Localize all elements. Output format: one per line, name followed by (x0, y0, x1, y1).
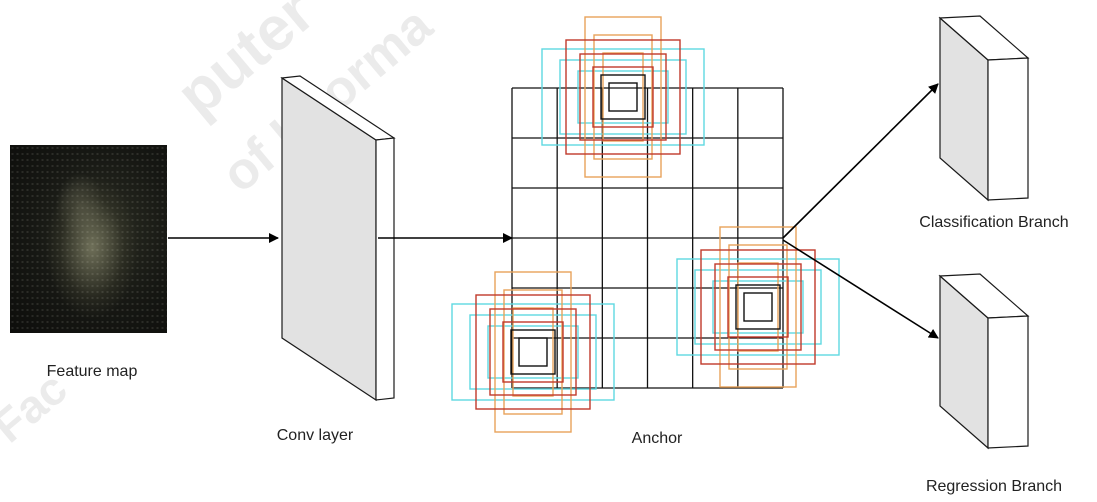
classification-block-front-face (988, 58, 1028, 200)
right-anchor-box (720, 227, 796, 387)
regression-branch-block (940, 274, 1028, 448)
right-anchor-box (744, 293, 772, 321)
anchor-cluster-right (677, 227, 839, 387)
bottom-left-anchor-box (488, 326, 578, 378)
regression-block-front-face (988, 316, 1028, 448)
conv-layer-block (282, 76, 394, 400)
bottom-left-anchor-box (476, 295, 590, 409)
feature-map-label: Feature map (47, 363, 138, 380)
regression-branch-label: Regression Branch (926, 478, 1062, 495)
arrow-to-classification (783, 84, 938, 238)
top-anchor-box (566, 40, 680, 154)
top-anchor-box (578, 71, 668, 123)
bottom-left-anchor-box (495, 272, 571, 432)
right-anchor-box (728, 277, 788, 337)
classification-branch-label: Classification Branch (919, 214, 1068, 231)
right-anchor-box (713, 281, 803, 333)
anchor-cluster-bottom-left (452, 272, 614, 432)
anchor-label: Anchor (632, 430, 683, 447)
classification-branch-block (940, 16, 1028, 200)
anchor-cluster-top (542, 17, 704, 177)
top-anchor-box (609, 83, 637, 111)
conv-layer-front-face (376, 138, 394, 400)
top-anchor-box (585, 17, 661, 177)
arrow-to-regression (783, 240, 938, 338)
conv-layer-label: Conv layer (277, 427, 354, 444)
right-anchor-box (736, 285, 780, 329)
top-anchor-box (601, 75, 645, 119)
bottom-left-anchor-box (519, 338, 547, 366)
bottom-left-anchor-box (511, 330, 555, 374)
right-anchor-box (701, 250, 815, 364)
